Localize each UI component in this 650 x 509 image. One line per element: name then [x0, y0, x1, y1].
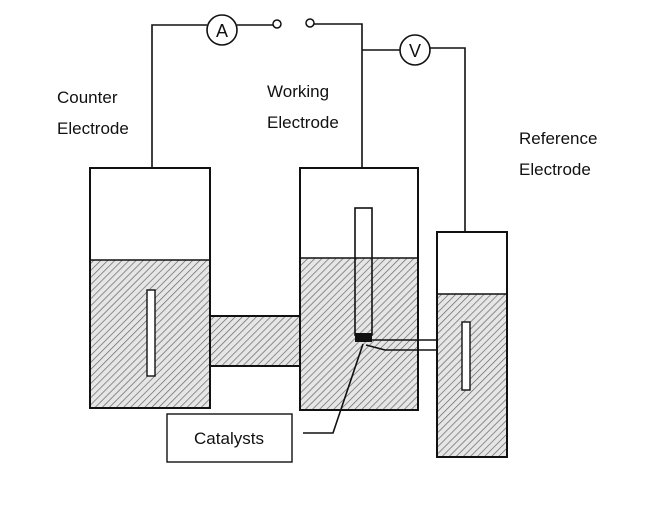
reference-label-line2: Electrode [519, 160, 591, 179]
working-label-line2: Electrode [267, 113, 339, 132]
catalyst-layer [355, 333, 372, 342]
luggin-capillary [365, 339, 437, 351]
working-label-line1: Working [267, 82, 329, 101]
ammeter: A [206, 14, 238, 46]
voltmeter-label: V [409, 41, 421, 61]
counter-label-line2: Electrode [57, 119, 129, 138]
salt-bridge [208, 315, 302, 367]
switch [272, 18, 315, 29]
reference-electrode-rod [461, 321, 471, 391]
reference-cell [436, 231, 508, 458]
catalysts-callout: Catalysts [166, 343, 364, 463]
working-cell [299, 167, 419, 411]
counter-cell [89, 167, 211, 409]
counter-electrode-rod [146, 289, 156, 377]
counter-label-line1: Counter [57, 88, 118, 107]
reference-label-line1: Reference [519, 129, 597, 148]
voltmeter: V [399, 34, 431, 66]
catalysts-label: Catalysts [194, 429, 264, 448]
ammeter-label: A [216, 21, 228, 41]
